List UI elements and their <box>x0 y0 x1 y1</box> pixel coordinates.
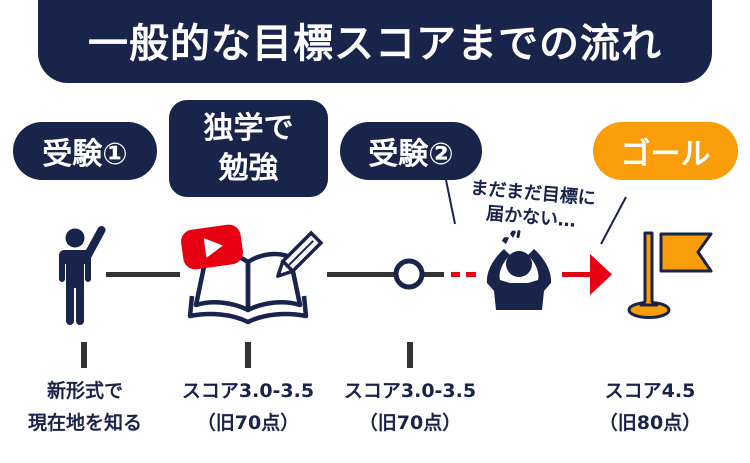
tick-mark-1 <box>81 342 87 368</box>
book-pencil-youtube-icon <box>181 224 324 325</box>
step-label-exam-1: 受験① <box>13 122 157 180</box>
caption-line-2: 現在地を知る <box>27 412 142 434</box>
caption-step-3: スコア3.0-3.5 （旧70点） <box>330 375 490 439</box>
caption-line-2: （旧70点） <box>358 412 462 434</box>
page-title: 一般的な目標スコアまでの流れ <box>88 20 662 67</box>
step-label-goal: ゴール <box>593 122 738 180</box>
caption-line-2: （旧70点） <box>196 412 300 434</box>
caption-step-2: スコア3.0-3.5 （旧70点） <box>168 375 328 439</box>
caption-line-1: スコア4.5 <box>604 380 696 402</box>
step-label-text: 受験② <box>368 137 454 172</box>
step-label-line-1: 独学で <box>203 110 294 146</box>
frustrated-person-icon <box>486 230 552 310</box>
youtube-icon <box>181 224 243 270</box>
connector-line-1 <box>106 272 180 277</box>
dashed-segment <box>451 272 460 277</box>
step-label-line-2: 勉強 <box>218 150 279 186</box>
caption-line-2: （旧80点） <box>598 412 702 434</box>
person-raising-hand-icon <box>59 225 106 325</box>
caption-line-1: スコア3.0-3.5 <box>343 380 477 402</box>
caption-step-1: 新形式で 現在地を知る <box>0 375 170 439</box>
timeline-circle-node-icon <box>393 258 425 290</box>
callout-line-right <box>600 196 627 245</box>
red-arrow-icon <box>562 254 612 295</box>
step-label-text: 受験① <box>42 137 128 172</box>
tick-mark-3 <box>407 342 413 368</box>
step-label-self-study: 独学で 勉強 <box>169 100 328 197</box>
caption-line-1: 新形式で <box>46 380 123 402</box>
goal-flag-icon <box>627 231 713 319</box>
step-label-text: ゴール <box>620 137 711 172</box>
dashed-segment <box>466 272 476 277</box>
title-banner: 一般的な目標スコアまでの流れ <box>38 0 712 83</box>
connector-line-2 <box>327 272 444 277</box>
caption-line-1: スコア3.0-3.5 <box>181 380 315 402</box>
tick-mark-2 <box>245 342 251 368</box>
caption-step-goal: スコア4.5 （旧80点） <box>595 375 705 439</box>
step-label-exam-2: 受験② <box>340 122 482 180</box>
callout-line-left <box>445 179 456 225</box>
